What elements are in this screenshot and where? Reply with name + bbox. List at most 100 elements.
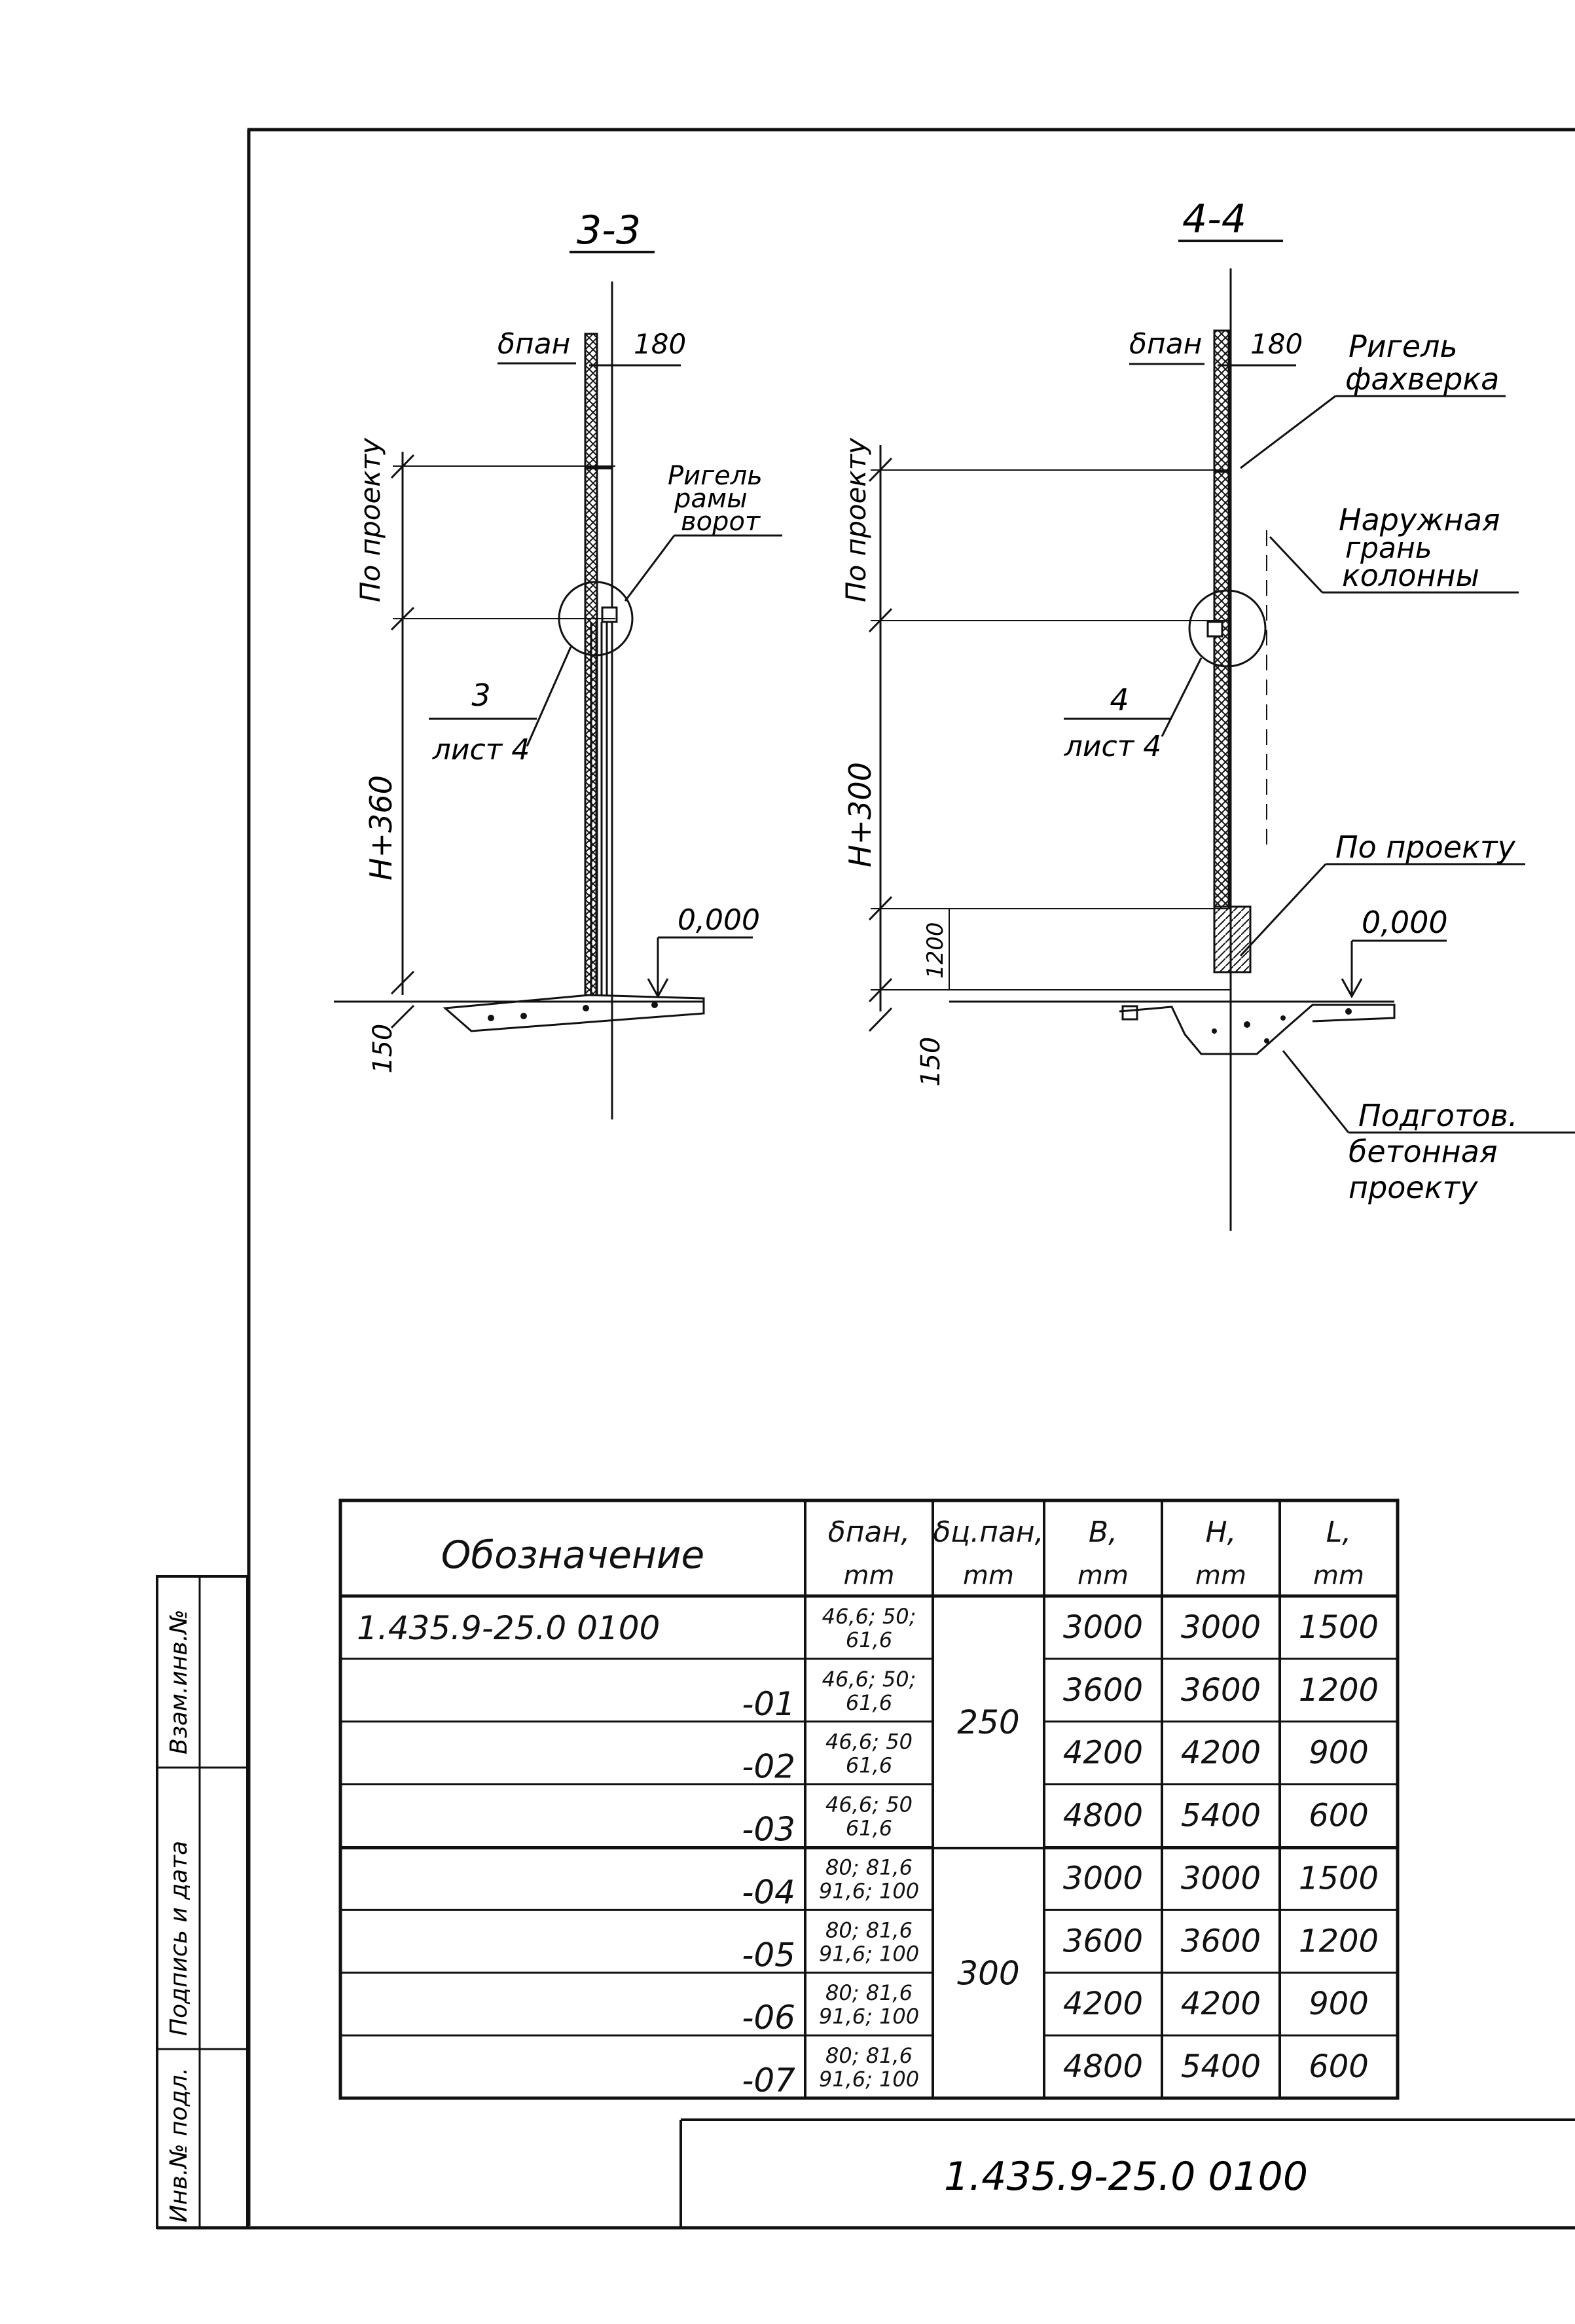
row-B: 3000 (1063, 1860, 1143, 1897)
sheet-frame (156, 128, 1575, 2230)
row-H: 3000 (1181, 1860, 1261, 1897)
header-unit-1: mm (844, 1561, 895, 1591)
side-stamp-3: Инв.№ подл. (166, 2067, 192, 2223)
row-L: 1500 (1299, 1609, 1379, 1646)
header-col-4: H, (1205, 1516, 1236, 1549)
s44-prep-line1: Подготов. (1358, 1098, 1518, 1133)
row-b-line1: 46,6; 50 (825, 1792, 913, 1817)
row-H: 3600 (1181, 1672, 1261, 1709)
row-b-line2: 91,6; 100 (819, 2004, 919, 2029)
row-B: 3000 (1063, 1609, 1143, 1646)
row-b-line1: 80; 81,6 (825, 2043, 913, 2068)
row-L: 900 (1309, 1986, 1369, 2022)
header-unit-3: mm (1077, 1561, 1129, 1591)
table-header: Обозначение δпан, mm δц.пан, mm B, mm H, mm L, mm (441, 1516, 1364, 1591)
row-b-line2: 91,6; 100 (819, 2067, 919, 2092)
row-L: 900 (1309, 1735, 1369, 1771)
s33-callout-sheet: лист 4 (432, 733, 530, 767)
s33-callout-num: 3 (471, 678, 490, 713)
row-H: 5400 (1181, 2048, 1261, 2085)
merged-c-value: 300 (957, 1954, 1019, 1992)
header-col-1: δпан, (828, 1516, 910, 1549)
s44-dim-1200: 1200 (922, 922, 949, 979)
row-b-line2: 61,6 (846, 1690, 892, 1715)
row-B: 3600 (1063, 1672, 1143, 1709)
row-b-line1: 80; 81,6 (825, 1980, 913, 2005)
row-b-line2: 91,6; 100 (819, 1878, 919, 1903)
row-b-line2: 61,6 (846, 1753, 892, 1778)
s44-mark: 0,000 (1362, 905, 1448, 940)
s33-h-dim: H+360 (363, 775, 399, 881)
spec-table (338, 1498, 1400, 2100)
stamp-title: 1.435.9-25.0 0100 (944, 2154, 1308, 2200)
row-H: 4200 (1181, 1735, 1261, 1771)
row-H: 4200 (1181, 1986, 1261, 2022)
row-L: 600 (1309, 2048, 1369, 2085)
s44-facade-line3: колонны (1342, 558, 1479, 593)
header-col-5: L, (1326, 1516, 1352, 1549)
section-4-4: 4-4 δпан 180 Ригель фахверка Наружная гр… (840, 196, 1575, 1231)
row-b-line1: 46,6; 50; (822, 1604, 916, 1629)
row-H: 5400 (1181, 1798, 1261, 1834)
row-B: 4200 (1063, 1986, 1143, 2022)
s33-rigel-line1: Ригель (668, 461, 763, 491)
row-b-line2: 61,6 (846, 1816, 892, 1841)
s33-rigel-line2: рамы (674, 484, 748, 514)
row-B: 4800 (1063, 2048, 1143, 2085)
merged-c-value: 250 (957, 1703, 1019, 1741)
s44-rigel-line1: Ригель (1349, 329, 1458, 364)
row-H: 3000 (1181, 1609, 1261, 1646)
s44-prep-line3: проекту (1349, 1170, 1478, 1205)
row-code: 1.435.9-25.0 0100 (357, 1609, 660, 1647)
row-L: 1200 (1299, 1672, 1379, 1709)
s44-dim-180: 180 (1250, 328, 1303, 360)
s33-mark: 0,000 (678, 903, 760, 937)
row-L: 600 (1309, 1798, 1369, 1834)
header-col-3: B, (1089, 1516, 1117, 1549)
s44-base-dim: 150 (916, 1037, 946, 1087)
row-code: -07 (742, 2061, 795, 2099)
s44-facade-line2: грань (1345, 532, 1432, 565)
s44-callout-num: 4 (1110, 682, 1129, 717)
row-code: -01 (742, 1685, 795, 1723)
s33-b-label: δпан (498, 327, 570, 361)
row-b-line2: 61,6 (846, 1627, 892, 1652)
row-B: 3600 (1063, 1923, 1143, 1959)
s33-base-dim: 150 (368, 1024, 398, 1074)
row-B: 4800 (1063, 1798, 1143, 1834)
section-4-4-title: 4-4 (1182, 196, 1246, 242)
s44-b-label: δпан (1129, 327, 1202, 361)
s44-rigel-line2: фахверка (1345, 361, 1499, 397)
s44-h-dim: H+300 (842, 762, 878, 867)
s44-callout-sheet: лист 4 (1064, 730, 1162, 763)
section-3-3: 3-3 δпан 180 3 лист 4 Ригель рамы ворот (334, 208, 782, 1119)
row-code: -02 (742, 1748, 795, 1786)
row-b-line1: 80; 81,6 (825, 1855, 913, 1879)
s33-po-proektu: По проекту (354, 437, 386, 602)
s44-prep-line2: бетонная (1349, 1134, 1498, 1169)
row-code: -04 (742, 1873, 795, 1911)
row-b-line1: 46,6; 50 (825, 1730, 913, 1754)
header-unit-5: mm (1313, 1561, 1364, 1591)
header-unit-4: mm (1195, 1561, 1246, 1591)
s33-rigel-line3: ворот (681, 507, 761, 537)
row-L: 1500 (1299, 1860, 1379, 1897)
row-b-line1: 46,6; 50; (822, 1667, 916, 1692)
s44-po-proektu: По проекту (840, 437, 872, 602)
header-designation: Обозначение (441, 1533, 704, 1577)
header-unit-2: mm (963, 1561, 1014, 1591)
s44-facade-line1: Наружная (1339, 502, 1500, 537)
side-stamp-1: Взам.инв.№ (166, 1609, 192, 1754)
row-code: -05 (742, 1936, 795, 1974)
header-col-2: δц.пан, (933, 1516, 1043, 1549)
s44-po-proektu-2: По проекту (1335, 829, 1516, 865)
side-stamp-2: Подпись и дата (166, 1841, 192, 2036)
section-3-3-title: 3-3 (577, 208, 641, 253)
row-b-line2: 91,6; 100 (819, 1941, 919, 1966)
row-L: 1200 (1299, 1923, 1379, 1959)
s33-dim-180: 180 (634, 328, 686, 360)
row-H: 3600 (1181, 1923, 1261, 1959)
row-B: 4200 (1063, 1735, 1143, 1771)
